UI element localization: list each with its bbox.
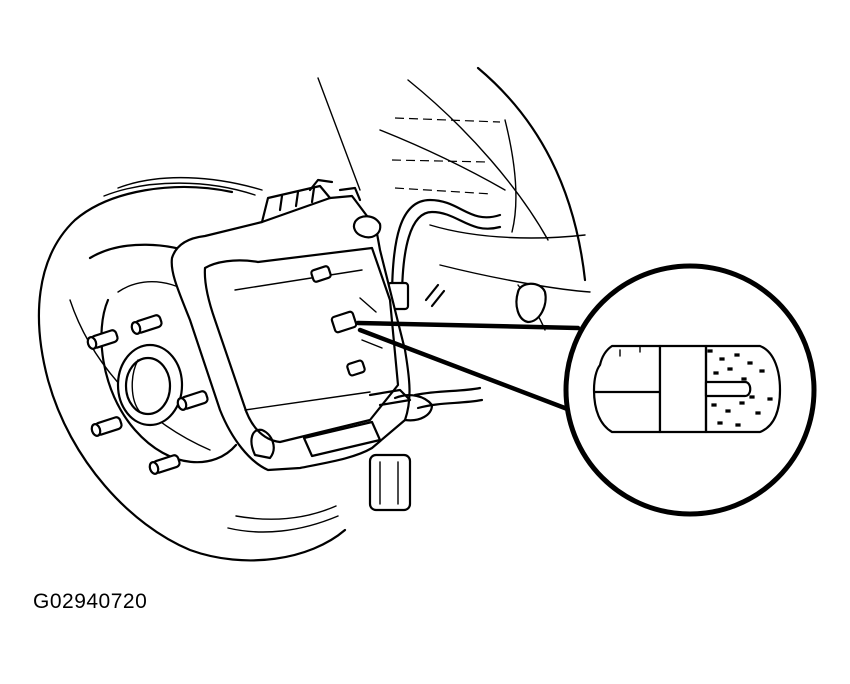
figure-code-label: G02940720 <box>33 590 148 613</box>
magnified-detail-circle <box>563 263 817 517</box>
wheel-studs <box>86 314 209 475</box>
inspection-window <box>310 265 383 377</box>
brake-hose <box>386 198 502 311</box>
leader-lines <box>355 320 581 413</box>
pad-friction-material <box>707 349 773 427</box>
brake-caliper <box>170 178 484 512</box>
suspension-background <box>317 66 591 331</box>
